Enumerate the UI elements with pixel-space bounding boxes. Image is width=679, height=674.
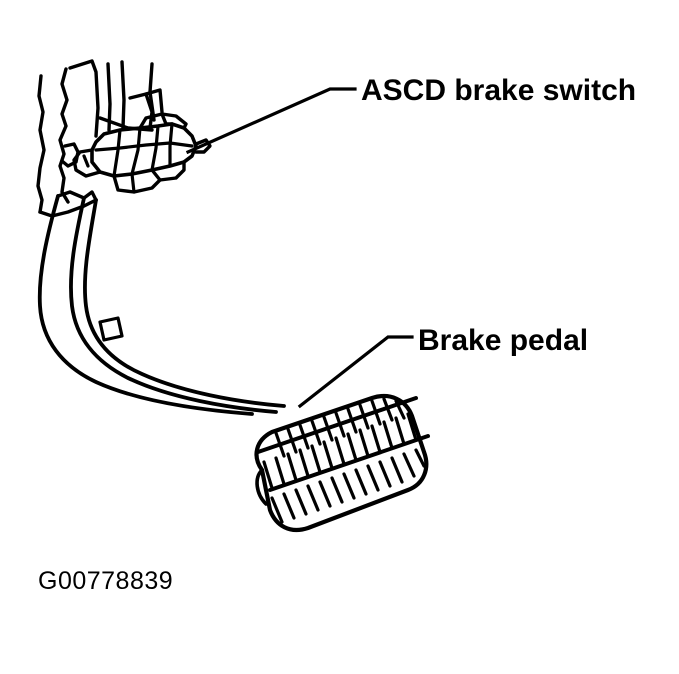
pedal-arm-pivot-joint-inner xyxy=(82,190,98,202)
leader-line-brake-pedal xyxy=(297,335,414,409)
switch-facet-line-2 xyxy=(130,126,142,176)
leader-line-ascd-brake-switch xyxy=(185,87,357,155)
bracket-strut-left xyxy=(128,92,154,130)
switch-facet-line-3 xyxy=(150,124,160,172)
pad-outline xyxy=(254,393,429,533)
pedal-arm-middle-edge xyxy=(69,196,278,414)
switch-rear-boss xyxy=(158,160,186,182)
callout-label-ascd-brake-switch: ASCD brake switch xyxy=(361,74,636,107)
bracket-outer-left-edge xyxy=(36,74,46,214)
switch-facet-line-1 xyxy=(112,128,122,178)
callout-label-brake-pedal: Brake pedal xyxy=(418,324,588,357)
pad-tread-ribs-middle xyxy=(262,412,418,490)
switch-facet-line-4 xyxy=(168,122,174,168)
pedal-arm-clip xyxy=(98,316,124,342)
switch-plunger-tip xyxy=(194,138,212,154)
switch-cap-upper xyxy=(138,112,188,130)
bracket-upper-plate xyxy=(68,59,100,138)
brake-pedal-arm xyxy=(37,190,286,416)
bracket-rib-c xyxy=(148,62,156,122)
switch-mounting-collar xyxy=(72,148,102,178)
pad-band-seam-upper xyxy=(256,396,418,454)
pedal-arm-inner-edge xyxy=(83,198,286,408)
switch-waist-band xyxy=(94,141,194,152)
pad-tread-ribs-lower xyxy=(270,448,426,524)
pedal-arm-outer-edge xyxy=(37,194,254,416)
bracket-base-skirt xyxy=(38,198,98,218)
bracket-fold-edge xyxy=(58,67,70,204)
switch-cap-facet xyxy=(160,112,174,126)
switch-connector-shoulder xyxy=(112,168,162,194)
switch-connector-seam xyxy=(130,172,136,194)
pedal-arm-pivot-joint xyxy=(56,190,86,200)
pad-left-cap xyxy=(255,468,268,506)
ascd-brake-switch xyxy=(72,112,212,194)
figure-id-label: G00778839 xyxy=(38,567,173,595)
pad-tread-ribs-upper xyxy=(274,397,406,458)
bracket-rib-b xyxy=(120,60,126,130)
switch-collar-detail xyxy=(82,154,90,168)
brake-pedal-pad xyxy=(254,393,430,533)
